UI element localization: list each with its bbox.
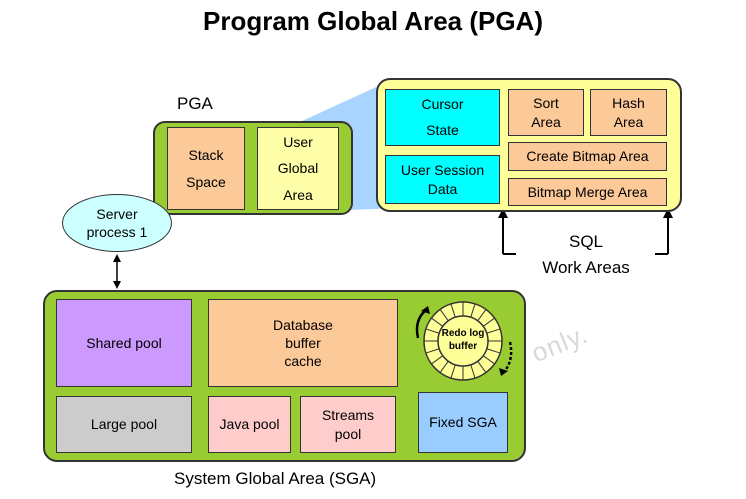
sql-work-area-brackets: [498, 208, 673, 255]
create-bitmap-area-box: Create Bitmap Area: [508, 142, 667, 171]
sql-work-areas-label: SQL Work Areas: [542, 232, 630, 277]
streams-pool-box: Streams pool: [300, 396, 396, 453]
ring-spoke: [439, 309, 449, 322]
ring-spoke: [486, 328, 501, 334]
database-buffer-cache-box: Database buffer cache: [208, 299, 398, 387]
ring-spoke: [439, 360, 449, 373]
ring-spoke: [482, 317, 495, 327]
ring-spoke: [470, 364, 476, 379]
ring-spoke: [431, 317, 444, 327]
large-pool-box: Large pool: [56, 396, 192, 453]
server-process-ellipse: Server process 1: [62, 194, 172, 252]
ring-spoke: [482, 355, 495, 365]
shared-pool-box: Shared pool: [56, 299, 192, 387]
ring-spoke: [450, 364, 456, 379]
cursor-state-box: Cursor State: [385, 89, 500, 146]
ring-spoke: [425, 348, 440, 354]
ring-spoke: [450, 303, 456, 318]
fixed-sga-box: Fixed SGA: [418, 392, 508, 453]
ring-spoke: [486, 348, 501, 354]
ring-spoke: [431, 355, 444, 365]
redo-log-ring: [415, 301, 513, 381]
java-pool-box: Java pool: [208, 396, 291, 453]
hash-area-box: Hash Area: [590, 89, 667, 136]
ring-spoke: [477, 309, 487, 322]
ring-spoke: [470, 303, 476, 318]
sga-label: System Global Area (SGA): [174, 469, 377, 488]
user-global-area-box: User Global Area: [257, 127, 339, 210]
redo-arrow-right: [503, 341, 513, 373]
ring-spoke: [425, 328, 440, 334]
bitmap-merge-area-box: Bitmap Merge Area: [508, 178, 667, 206]
pga-label: PGA: [177, 94, 213, 113]
sort-area-box: Sort Area: [508, 89, 584, 136]
user-session-data-box: User Session Data: [385, 155, 500, 204]
ring-spoke: [477, 360, 487, 373]
stack-space-box: Stack Space: [167, 127, 245, 210]
page-title: Program Global Area (PGA): [203, 6, 543, 36]
redo-log-buffer-label: Redo log buffer: [441, 328, 485, 352]
server-sga-arrow: [113, 254, 121, 289]
